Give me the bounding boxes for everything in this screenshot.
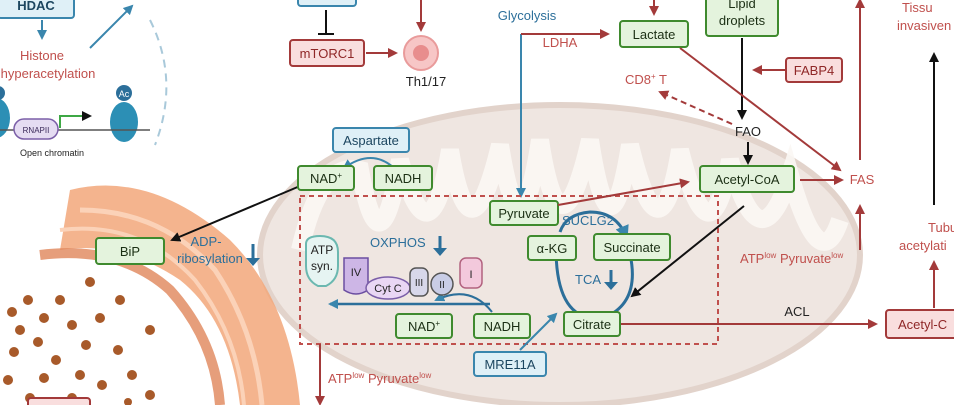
- acetylcoa-to-citrate-arrow: [630, 205, 745, 298]
- adp-down-arrow: [246, 244, 260, 266]
- lipid-droplets-box: [705, 0, 779, 37]
- pyruvate-box: [489, 200, 559, 226]
- atp-syn-line1: ATP: [311, 243, 333, 257]
- th-cell-icon: [403, 35, 439, 71]
- complex-ii-label: II: [439, 280, 445, 291]
- complex-iii-shape: [409, 267, 429, 297]
- lactate-label: Lactate: [633, 27, 676, 42]
- akg-box: [527, 235, 577, 261]
- lipid-line2: droplets: [719, 13, 766, 28]
- nad-top-label: NAD+: [310, 171, 342, 186]
- citrate-box: [563, 311, 621, 337]
- tca-down-arrow: [604, 270, 618, 290]
- rnapii-blob: [13, 118, 59, 140]
- adp-line1: ADP-: [190, 234, 221, 249]
- ldha-label: LDHA: [543, 35, 578, 50]
- complex-iii-label: III: [415, 278, 423, 289]
- mtorc1-label: mTORC1: [300, 46, 355, 61]
- acetyl-coa-label: Acetyl-CoA: [714, 172, 779, 187]
- acl-label: ACL: [784, 304, 809, 319]
- chromatin-panel: HDAC Histone hyperacetylation Ac RNAPII …: [0, 0, 168, 158]
- matrix-dashed-box: [299, 195, 719, 345]
- nadh-bottom-box: [473, 313, 531, 339]
- glycolysis-label: Glycolysis: [498, 8, 557, 23]
- citrate-label: Citrate: [573, 317, 611, 332]
- akg-label: α-KG: [537, 241, 568, 256]
- mre11a-to-tca-arrow: [519, 312, 558, 351]
- nadh-to-etc-arrow: [434, 292, 493, 313]
- fas-label: FAS: [850, 172, 875, 187]
- aspartate-label: Aspartate: [343, 133, 399, 148]
- complex-i-shape: [459, 257, 483, 289]
- bottom-left-red-box: [27, 397, 91, 405]
- hdac-box: [0, 0, 75, 19]
- nucleosome-right: Ac: [110, 85, 138, 142]
- complex-ii-shape: [430, 272, 454, 296]
- nad-to-bip-arrow: [170, 185, 301, 242]
- tissue-line2: invasiven: [897, 18, 951, 33]
- aspartate-box: [332, 127, 410, 153]
- histone-line2: hyperacetylation: [1, 66, 96, 81]
- acetyl-coa-box: [699, 165, 795, 193]
- pyruvate-label: Pyruvate: [498, 206, 549, 221]
- nadh-top-label: NADH: [385, 171, 422, 186]
- mre11a-label: MRE11A: [484, 357, 535, 372]
- pyruvate-to-acetylcoa-arrow: [557, 178, 690, 206]
- cyt-c-label: Cyt C: [374, 283, 402, 295]
- oxphos-down-arrow: [433, 236, 447, 256]
- adp-line2: ribosylation: [177, 251, 243, 266]
- histone-line1: Histone: [20, 48, 64, 63]
- rnapii-label: RNAPII: [23, 126, 50, 135]
- tissue-line1: Tissu: [902, 0, 933, 15]
- lactate-to-fas-arrow: [679, 47, 842, 172]
- acetyl-c-box: [885, 309, 954, 339]
- nadh-bottom-label: NADH: [484, 319, 521, 334]
- bip-label: BiP: [120, 244, 140, 259]
- ac-label: Ac: [119, 89, 130, 99]
- mtorc1-box: [289, 39, 365, 67]
- atp-pyruvate-right: ATPlow Pyruvatelow: [740, 251, 843, 266]
- cd8-label: CD8+ T: [625, 72, 667, 87]
- atp-pyruvate-bottom: ATPlow Pyruvatelow: [328, 371, 431, 386]
- fao-label: FAO: [735, 124, 761, 139]
- atp-synthase-icon: [305, 234, 339, 287]
- succinate-box: [593, 233, 671, 261]
- ribosome-dots: [3, 277, 155, 405]
- atp-syn-line2: syn.: [311, 259, 333, 273]
- bip-box: [95, 237, 165, 265]
- complex-iv-label: IV: [351, 267, 362, 279]
- mre11a-box: [473, 351, 547, 377]
- nad-bottom-label: NAD+: [408, 319, 440, 334]
- nad-bottom-box: [395, 313, 453, 339]
- fabp4-label: FABP4: [794, 63, 834, 78]
- nucleosome-left: [0, 86, 10, 138]
- open-chromatin-label: Open chromatin: [20, 148, 84, 158]
- acetyl-c-label: Acetyl-C: [898, 317, 947, 332]
- th-label: Th1/17: [406, 74, 446, 89]
- tubul-line1: Tubul: [928, 220, 954, 235]
- tca-label: TCA: [575, 272, 601, 287]
- complex-i-label: I: [469, 269, 472, 281]
- nadh-top-box: [373, 165, 433, 191]
- lipid-line1: Lipid: [728, 0, 755, 11]
- fao-to-cd8-dashed-arrow: [658, 90, 733, 125]
- lactate-box: [619, 20, 689, 48]
- mtor-area: mTORC1 Th1/17: [289, 0, 446, 89]
- tubul-line2: acetylati: [899, 238, 947, 253]
- oxphos-label: OXPHOS: [370, 235, 426, 250]
- hdac-label: HDAC: [17, 0, 55, 13]
- succinate-label: Succinate: [603, 240, 660, 255]
- nad-top-box: [297, 165, 355, 191]
